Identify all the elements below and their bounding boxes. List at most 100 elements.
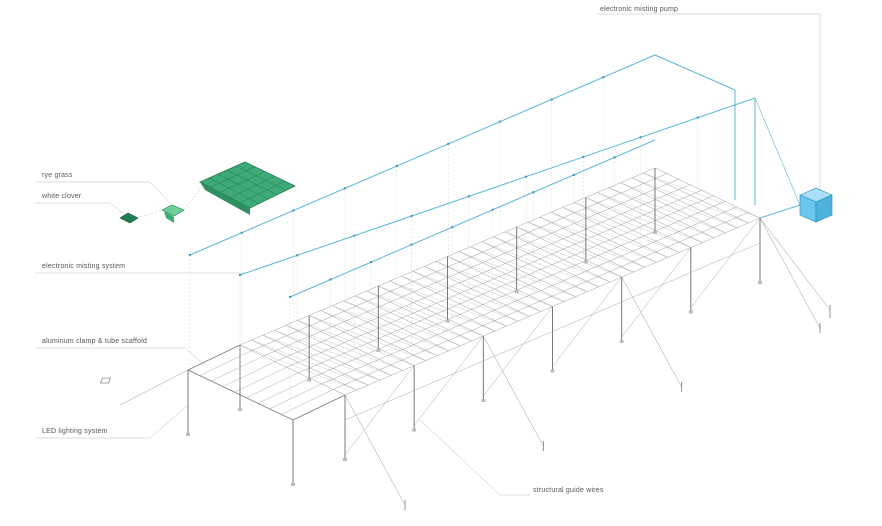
leg-base: [343, 458, 347, 461]
guide-wire: [621, 276, 682, 388]
deck-grid-line: [493, 236, 599, 288]
leg-base: [514, 290, 519, 293]
deck-grid-line: [585, 197, 691, 248]
deck-diagonal: [597, 192, 714, 238]
leg-base: [238, 408, 242, 411]
tray-cell: [239, 180, 286, 204]
deck-diagonal: [435, 261, 553, 307]
deck-grid-line: [551, 212, 657, 263]
deck-diagonal: [286, 325, 403, 371]
deck-grid-line: [251, 173, 667, 351]
cross-brace: [552, 276, 622, 367]
led-bay-line: [211, 355, 264, 382]
deck-diagonal: [482, 241, 599, 287]
label-pump: electronic misting pump: [600, 6, 679, 13]
led-bay-line: [269, 383, 322, 410]
rye-grass-icon: [164, 211, 174, 223]
brace-tube: [414, 360, 484, 391]
deck-diagonal: [263, 335, 380, 381]
deck-grid-line: [263, 178, 679, 357]
misting-pipe: [189, 54, 656, 256]
label-scaffold: aluminum clamp & tube scaffold: [42, 338, 148, 345]
deck-grid-line: [574, 202, 680, 253]
deck-grid-line: [447, 256, 553, 307]
deck-diagonal: [528, 221, 645, 268]
deck-grid-line: [597, 192, 703, 243]
deck-grid-line: [321, 206, 737, 385]
tray-cell: [208, 177, 260, 204]
deck-diagonal: [424, 266, 542, 312]
deck-grid-line: [631, 177, 738, 229]
deck-grid-line: [528, 221, 634, 273]
misting-pipe: [759, 204, 801, 219]
frame-tube: [187, 344, 241, 371]
cross-brace: [344, 365, 415, 456]
deck-grid-line: [333, 212, 749, 390]
deck-grid-line: [378, 285, 484, 337]
deck-grid-line: [309, 201, 726, 379]
deck-grid-line: [470, 246, 576, 297]
leg-base: [376, 349, 381, 352]
deck-grid-line: [389, 280, 495, 332]
leg-base: [412, 428, 417, 432]
deck-grid-line: [620, 182, 726, 233]
cross-brace: [483, 306, 553, 397]
leader-line: [184, 347, 206, 366]
tray-cell: [219, 171, 266, 193]
deck-grid-line: [262, 334, 369, 386]
brace-tube: [621, 272, 691, 303]
deck-grid-line: [654, 167, 761, 219]
deck-diagonal: [505, 231, 622, 278]
leg-base: [481, 399, 486, 402]
deck-grid-line: [320, 310, 426, 361]
deck-grid-line: [505, 231, 611, 283]
tray-cell: [226, 169, 278, 196]
deck-grid-line: [481, 241, 588, 292]
pump-icon: [815, 194, 833, 223]
led-bay-line: [246, 372, 299, 398]
deck-grid-line: [286, 190, 702, 368]
deck-diagonal: [447, 256, 565, 302]
guide-wire: [759, 217, 831, 311]
deck-diagonal: [297, 320, 415, 366]
deck-diagonal: [355, 295, 472, 342]
deck-grid-line: [274, 330, 380, 381]
deck-grid-line: [412, 271, 519, 322]
guide-wire: [344, 394, 406, 506]
brace-tube: [344, 390, 415, 421]
leg-base: [619, 340, 624, 343]
deck-grid-line: [366, 290, 472, 342]
deck-grid-line: [239, 344, 346, 396]
deck-grid-line: [562, 207, 668, 258]
label-rye-grass: rye grass: [42, 172, 73, 179]
deck-diagonal: [470, 246, 588, 292]
connector-line: [139, 209, 163, 218]
tray-cell: [229, 176, 276, 198]
leg-base: [186, 433, 190, 436]
deck-diagonal: [458, 251, 576, 297]
brace-tube: [483, 331, 553, 362]
brace-tube: [552, 301, 622, 332]
deck-grid-line: [539, 216, 645, 268]
deck-diagonal: [366, 290, 484, 337]
deck-grid-line: [435, 261, 542, 312]
leader-line: [149, 181, 173, 206]
misting-pipe: [754, 97, 801, 206]
deck-grid-line: [343, 300, 449, 351]
deck-diagonal: [631, 177, 749, 224]
deck-diagonal: [401, 276, 518, 322]
deck-grid-line: [309, 315, 415, 366]
deck-grid-line: [297, 320, 403, 371]
leader-line: [419, 419, 501, 496]
deck-grid-line: [516, 226, 622, 278]
deck-diagonal: [516, 226, 634, 273]
connector-line: [183, 189, 201, 211]
guide-wire: [483, 335, 544, 447]
deck-diagonal: [493, 236, 611, 283]
led-light-fixture: [100, 377, 111, 384]
deck-diagonal: [574, 202, 691, 248]
led-bay-line: [199, 350, 252, 376]
leg-base: [307, 378, 312, 382]
deck-grid-line: [332, 305, 438, 356]
